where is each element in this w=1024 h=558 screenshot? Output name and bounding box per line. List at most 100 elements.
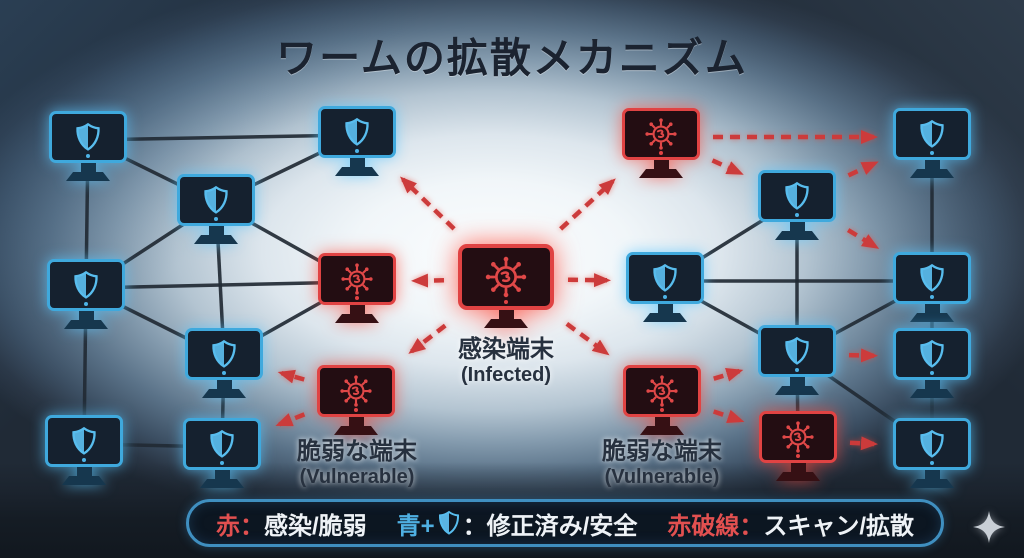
computer-screen: [318, 253, 396, 305]
legend-item-infected: 赤：感染/脆弱: [216, 506, 367, 541]
computer-safe: [183, 418, 261, 488]
computer-screen: [758, 170, 836, 222]
monitor-stand-base: [335, 167, 379, 176]
sparkle-icon: [973, 511, 1005, 543]
computer-infected: [622, 108, 700, 178]
monitor-stand-neck: [216, 380, 232, 389]
monitor-stand-base: [62, 476, 106, 485]
computer-screen: [759, 411, 837, 463]
computer-screen: [893, 252, 971, 304]
monitor-stand-neck: [349, 305, 365, 314]
shield-icon: [212, 339, 236, 368]
monitor-stand-base: [775, 231, 819, 240]
computer-screen: [318, 106, 396, 158]
computer-screen: [185, 328, 263, 380]
network-link: [87, 133, 358, 142]
shield-icon: [72, 426, 96, 455]
monitor-stand-neck: [924, 160, 940, 169]
monitor-stand-neck: [924, 304, 940, 313]
shield-icon: [74, 270, 98, 299]
scan-arrow: [410, 273, 445, 288]
computer-safe: [177, 174, 255, 244]
monitor-stand-base: [334, 426, 378, 435]
computer-infected: [318, 253, 396, 323]
scan-arrow: [559, 178, 616, 231]
computer-infected: [458, 244, 554, 328]
virus-icon: [782, 421, 814, 453]
legend-red-key: 赤：: [216, 512, 264, 540]
computer-screen: [47, 259, 125, 311]
monitor-stand-base: [775, 386, 819, 395]
monitor-stand-base: [640, 426, 684, 435]
shield-icon: [920, 429, 944, 458]
monitor-stand-base: [194, 235, 238, 244]
monitor-stand-neck: [657, 304, 673, 313]
computer-safe: [318, 106, 396, 176]
computer-safe: [758, 325, 836, 395]
vulnerable-terminal-label-left: 脆弱な端末 (Vulnerable): [297, 438, 417, 488]
computer-screen: [49, 111, 127, 163]
computer-safe: [185, 328, 263, 398]
computer-screen: [623, 365, 701, 417]
scan-arrow: [565, 322, 610, 356]
monitor-stand-base: [910, 479, 954, 488]
legend-item-safe: 青+ ：修正済み/安全: [397, 506, 638, 541]
monitor-stand-neck: [653, 160, 669, 169]
computer-screen: [177, 174, 255, 226]
scan-arrow: [848, 348, 879, 363]
monitor-stand-base: [484, 319, 528, 328]
monitor-stand-neck: [349, 158, 365, 167]
monitor-stand-base: [910, 389, 954, 398]
scan-arrows: [275, 130, 880, 451]
shield-icon: [210, 429, 234, 458]
monitor-stand-base: [910, 313, 954, 322]
legend-red-text: 感染/脆弱: [264, 512, 367, 540]
shield-icon: [653, 263, 677, 292]
legend-dash-key: 赤破線：: [667, 512, 764, 540]
legend-blue-text: ：修正済み/安全: [462, 512, 638, 540]
shield-icon: [438, 510, 459, 535]
computer-screen: [893, 108, 971, 160]
shield-icon: [785, 336, 809, 365]
computer-screen: [893, 328, 971, 380]
monitor-stand-neck: [654, 417, 670, 426]
computer-vulnerable: [317, 365, 395, 435]
network-link: [85, 280, 358, 290]
computer-safe: [893, 252, 971, 322]
virus-icon: [646, 375, 678, 407]
shield-icon: [204, 185, 228, 214]
monitor-stand-base: [66, 172, 110, 181]
computer-safe: [47, 259, 125, 329]
computer-vulnerable: [623, 365, 701, 435]
monitor-stand-neck: [208, 226, 224, 235]
shield-icon: [76, 122, 100, 151]
virus-icon: [341, 263, 373, 295]
shield-icon: [920, 263, 944, 292]
infected-terminal-label: 感染端末 (Infected): [458, 336, 554, 386]
scan-arrow: [713, 368, 744, 382]
scan-arrow: [408, 323, 447, 354]
shield-icon: [785, 181, 809, 210]
monitor-stand-neck: [498, 310, 514, 319]
monitor-stand-neck: [789, 222, 805, 231]
scan-arrow: [846, 228, 880, 249]
monitor-stand-base: [776, 472, 820, 481]
legend: 赤：感染/脆弱 青+ ：修正済み/安全 赤破線：スキャン/拡散: [186, 499, 945, 547]
computer-screen: [626, 252, 704, 304]
computer-safe: [893, 418, 971, 488]
shield-icon: [920, 339, 944, 368]
scan-arrow: [711, 158, 744, 176]
scan-arrow: [712, 409, 745, 424]
computer-screen: [622, 108, 700, 160]
shield-icon: [920, 119, 944, 148]
computer-safe: [893, 328, 971, 398]
computer-screen: [317, 365, 395, 417]
monitor-stand-neck: [790, 463, 806, 472]
computer-screen: [183, 418, 261, 470]
monitor-stand-base: [202, 389, 246, 398]
virus-icon: [340, 375, 372, 407]
legend-dash-text: スキャン/拡散: [763, 512, 915, 540]
monitor-stand-neck: [789, 377, 805, 386]
computer-infected: [759, 411, 837, 481]
vulnerable-terminal-label-right: 脆弱な端末 (Vulnerable): [602, 438, 722, 488]
